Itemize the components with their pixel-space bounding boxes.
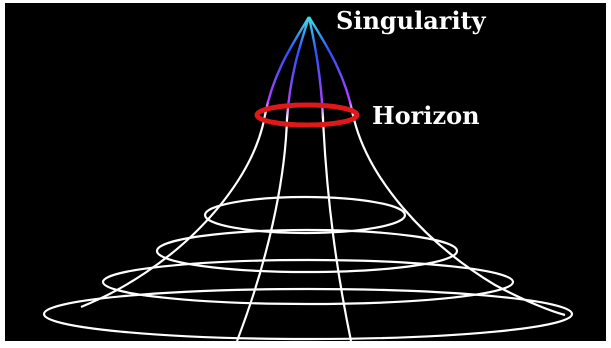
ring-medium [155, 228, 459, 274]
meridian-lower-2 [235, 118, 289, 341]
singularity-label: Singularity [336, 6, 486, 35]
horizon-ring [254, 102, 360, 128]
latitude-rings [42, 195, 574, 341]
spacetime-funnel-diagram [42, 16, 574, 341]
ring-large [101, 258, 515, 306]
black-hole-diagram-panel: Singularity Horizon [5, 3, 606, 341]
meridian-lower-3 [321, 118, 353, 341]
meridian-lower-4 [351, 114, 566, 317]
meridian-lower-1 [80, 114, 267, 309]
funnel-meridians [80, 114, 566, 341]
ring-outer [42, 287, 574, 341]
horizon-label: Horizon [372, 101, 480, 130]
horizon-ellipse [254, 102, 360, 128]
ring-small [203, 195, 407, 235]
meridian-upper-4 [307, 16, 355, 116]
meridian-upper-1 [263, 16, 311, 116]
